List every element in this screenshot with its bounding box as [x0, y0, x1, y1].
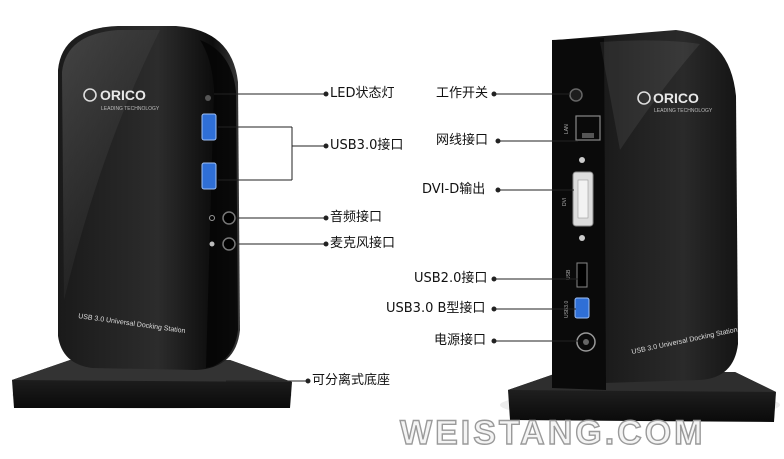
callout-dvi: DVI-D输出: [422, 182, 486, 197]
front-usb3-port-1: [201, 113, 217, 141]
callout-base: 可分离式底座: [312, 373, 391, 388]
front-device: ORICO LEADING TECHNOLOGY USB 3.0 Univers…: [12, 26, 292, 409]
callout-power: 电源接口: [434, 333, 487, 348]
power-switch: [569, 88, 583, 102]
callout-mic: 麦克风接口: [330, 236, 396, 251]
back-brand-tagline: LEADING TECHNOLOGY: [654, 108, 713, 114]
dvi-mark: DVI: [562, 198, 568, 206]
callout-usb3: USB3.0接口: [330, 138, 404, 153]
front-usb3-port-2: [201, 162, 217, 190]
callout-power-switch: 工作开关: [436, 86, 489, 101]
led-indicator: [205, 95, 211, 101]
callout-lan: 网线接口: [436, 133, 489, 148]
front-brand: ORICO: [100, 87, 146, 103]
usb2-port: [576, 262, 588, 288]
back-device: LAN DVI USB USB3.0 ORICO LEADING TECHNOL…: [500, 30, 780, 422]
audio-jack: [222, 211, 236, 225]
callout-audio: 音频接口: [330, 210, 383, 225]
back-orico-logo-mark: [637, 91, 651, 105]
mic-jack: [222, 237, 236, 251]
usb-mark: USB: [566, 269, 572, 280]
callout-usb2: USB2.0接口: [414, 271, 488, 286]
usb3b-port: [574, 297, 590, 319]
back-brand: ORICO: [653, 90, 699, 106]
front-callout-lines: [214, 91, 329, 384]
mic-icon: [209, 241, 215, 247]
back-callout-lines: [491, 91, 578, 344]
headphone-icon: [209, 215, 215, 221]
lan-mark: LAN: [564, 124, 570, 134]
orico-logo-mark: [83, 88, 97, 102]
callout-usb3b: USB3.0 B型接口: [386, 301, 486, 316]
front-brand-tagline: LEADING TECHNOLOGY: [101, 106, 160, 112]
callout-led: LED状态灯: [330, 86, 395, 101]
site-watermark: WEISTANG.COM: [399, 413, 706, 452]
